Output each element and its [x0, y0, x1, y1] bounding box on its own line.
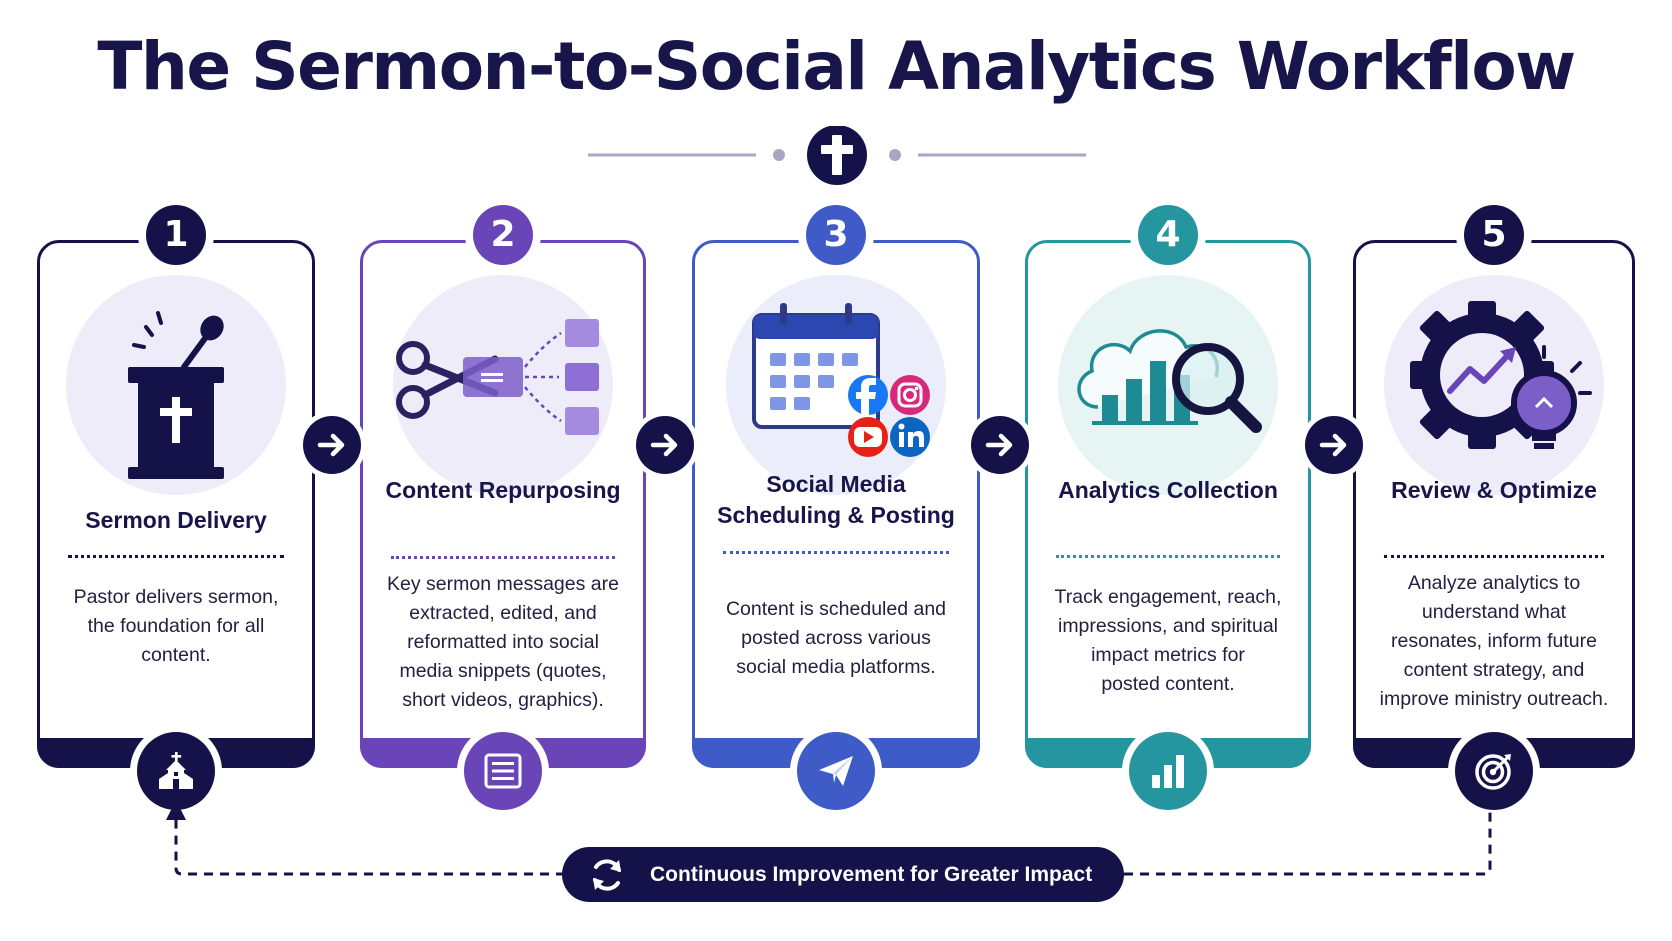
instagram-icon	[890, 375, 930, 415]
step-card-content-repurposing: 2 Content Repurposing Key sermon message…	[360, 205, 646, 810]
step-card-review-optimize: 5 Review & Optimize	[1353, 205, 1635, 810]
step-description: Track engagement, reach, impressions, an…	[1054, 586, 1282, 695]
step-title: Sermon Delivery	[85, 507, 267, 533]
bar-chart-icon	[1129, 732, 1207, 810]
step-number-badge: 4	[1138, 205, 1198, 265]
feedback-loop-arrow	[166, 800, 1492, 876]
step-card-analytics-collection: 4 Analytics Collection Track engagement,…	[1025, 205, 1311, 810]
scissors-repurpose-icon	[393, 275, 613, 495]
paper-plane-icon	[797, 732, 875, 810]
continuous-improvement-label: Continuous Improvement for Greater Impac…	[650, 863, 1093, 886]
step-title: Social Media Scheduling & Posting	[717, 471, 955, 528]
step-number-badge: 2	[473, 205, 533, 265]
dotted-divider	[1056, 555, 1280, 558]
church-icon	[137, 732, 215, 810]
arrow-right-icon	[636, 416, 694, 474]
dotted-divider	[723, 551, 949, 554]
target-icon	[1455, 732, 1533, 810]
step-number-badge: 3	[806, 205, 866, 265]
arrow-right-icon	[303, 416, 361, 474]
step-title: Content Repurposing	[385, 477, 621, 503]
linkedin-icon	[890, 417, 930, 457]
step-card-sermon-delivery: 1 Sermon Delivery Pastor delivers sermon…	[37, 205, 315, 810]
step-description: Analyze analytics to understand what res…	[1379, 572, 1609, 710]
step-card-social-media: 3	[692, 205, 980, 810]
facebook-icon	[848, 375, 888, 415]
dotted-divider	[391, 556, 615, 559]
cloud-chart-magnifier-icon	[1058, 275, 1278, 495]
step-description: Content is scheduled and posted across v…	[725, 598, 947, 678]
dotted-divider	[68, 555, 284, 558]
step-description: Pastor delivers sermon, the foundation f…	[73, 586, 279, 666]
continuous-improvement-banner: Continuous Improvement for Greater Impac…	[562, 847, 1124, 902]
youtube-icon	[848, 417, 888, 457]
step-title: Analytics Collection	[1058, 477, 1278, 503]
step-title: Review & Optimize	[1391, 477, 1597, 503]
step-description: Key sermon messages are extracted, edite…	[387, 573, 619, 711]
refresh-cycle-icon	[593, 859, 621, 891]
arrow-right-icon	[971, 416, 1029, 474]
document-list-icon	[464, 732, 542, 810]
dotted-divider	[1384, 555, 1604, 558]
cross-icon	[807, 126, 867, 185]
pulpit-microphone-icon	[66, 275, 286, 495]
title-divider	[588, 126, 1086, 185]
arrow-right-icon	[1305, 416, 1363, 474]
calendar-social-icon	[726, 275, 946, 495]
step-number-badge: 5	[1464, 205, 1524, 265]
step-number-badge: 1	[146, 205, 206, 265]
page-title: The Sermon-to-Social Analytics Workflow	[97, 28, 1576, 105]
gear-lightbulb-icon	[1384, 275, 1604, 495]
